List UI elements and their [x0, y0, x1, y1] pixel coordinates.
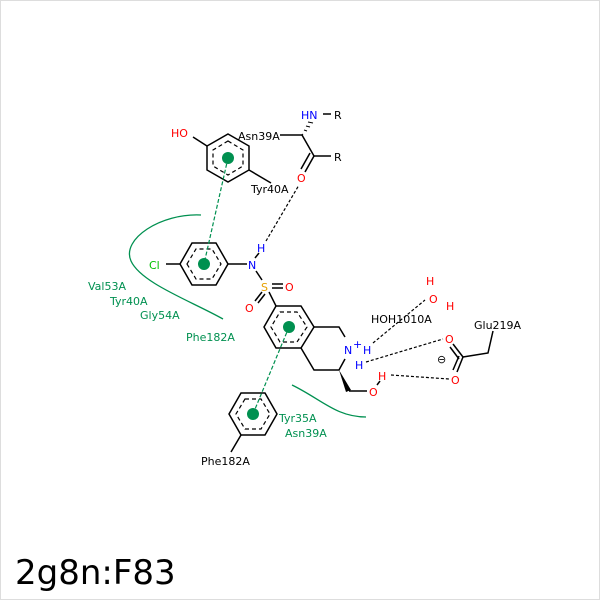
residue-label-glu219: Glu219A [474, 319, 522, 332]
chlorophenyl-ring [166, 242, 247, 286]
hydrophobic-residue-label: Tyr40A [109, 295, 148, 308]
hydrophobic-contour-2 [291, 384, 367, 418]
hydroxyl-h-label: H [378, 370, 386, 383]
hydrophobic-labels-2: Tyr35A Asn39A [278, 412, 327, 440]
water-h-label: H [446, 300, 454, 313]
sulfonyl-o-label: O [245, 302, 254, 315]
sulfonamide-h-label: H [257, 242, 265, 255]
charge-minus: ⊖ [437, 353, 446, 366]
hashed-wedge [301, 121, 314, 136]
ammonium-h-label: H [355, 359, 363, 372]
water-o-label: O [429, 293, 438, 306]
ammonium-h-label: H [363, 344, 371, 357]
pi-stacking [252, 326, 290, 415]
pi-stacking [203, 157, 229, 265]
sulfur-label: S [261, 281, 268, 294]
diagram-title: 2g8n:F83 [15, 553, 176, 593]
hydrophobic-residue-label: Tyr35A [278, 412, 317, 425]
residue-label-phe182: Phe182A [201, 455, 250, 468]
hydroxyl-o-label: O [369, 386, 378, 399]
isoquinoline-ring [263, 305, 367, 392]
hydroxyl-label: HO [171, 127, 188, 140]
sulfonyl-o-label: O [285, 281, 294, 294]
carboxylate-o-label: O [445, 333, 454, 346]
hbond [265, 184, 300, 242]
sulfonamide-n-label: N [248, 259, 256, 272]
hydrophobic-labels-1: Val53A Tyr40A Gly54A Phe182A [88, 280, 235, 344]
r-group-label: R [334, 151, 342, 164]
carboxylate-o-label: O [451, 374, 460, 387]
water-h-label: H [426, 275, 434, 288]
chlorine-label: Cl [149, 259, 160, 272]
carbonyl-o-label: O [297, 172, 306, 185]
r-group-label: R [334, 109, 342, 122]
hbond [372, 299, 426, 344]
hbond [390, 374, 450, 380]
hydrophobic-residue-label: Phe182A [186, 331, 235, 344]
residue-label-asn39: Asn39A [238, 130, 280, 143]
ammonium-n-label: N [344, 344, 352, 357]
amide-n-label: HN [301, 109, 318, 122]
residue-label-tyr40: Tyr40A [250, 183, 289, 196]
phe182-ring [228, 392, 278, 453]
hydrophobic-contour-1 [128, 214, 224, 320]
hydrophobic-residue-label: Gly54A [140, 309, 180, 322]
hbond [365, 338, 444, 363]
charge-plus: + [353, 338, 362, 351]
hydrophobic-residue-label: Val53A [88, 280, 126, 293]
hydrophobic-residue-label: Asn39A [285, 427, 327, 440]
